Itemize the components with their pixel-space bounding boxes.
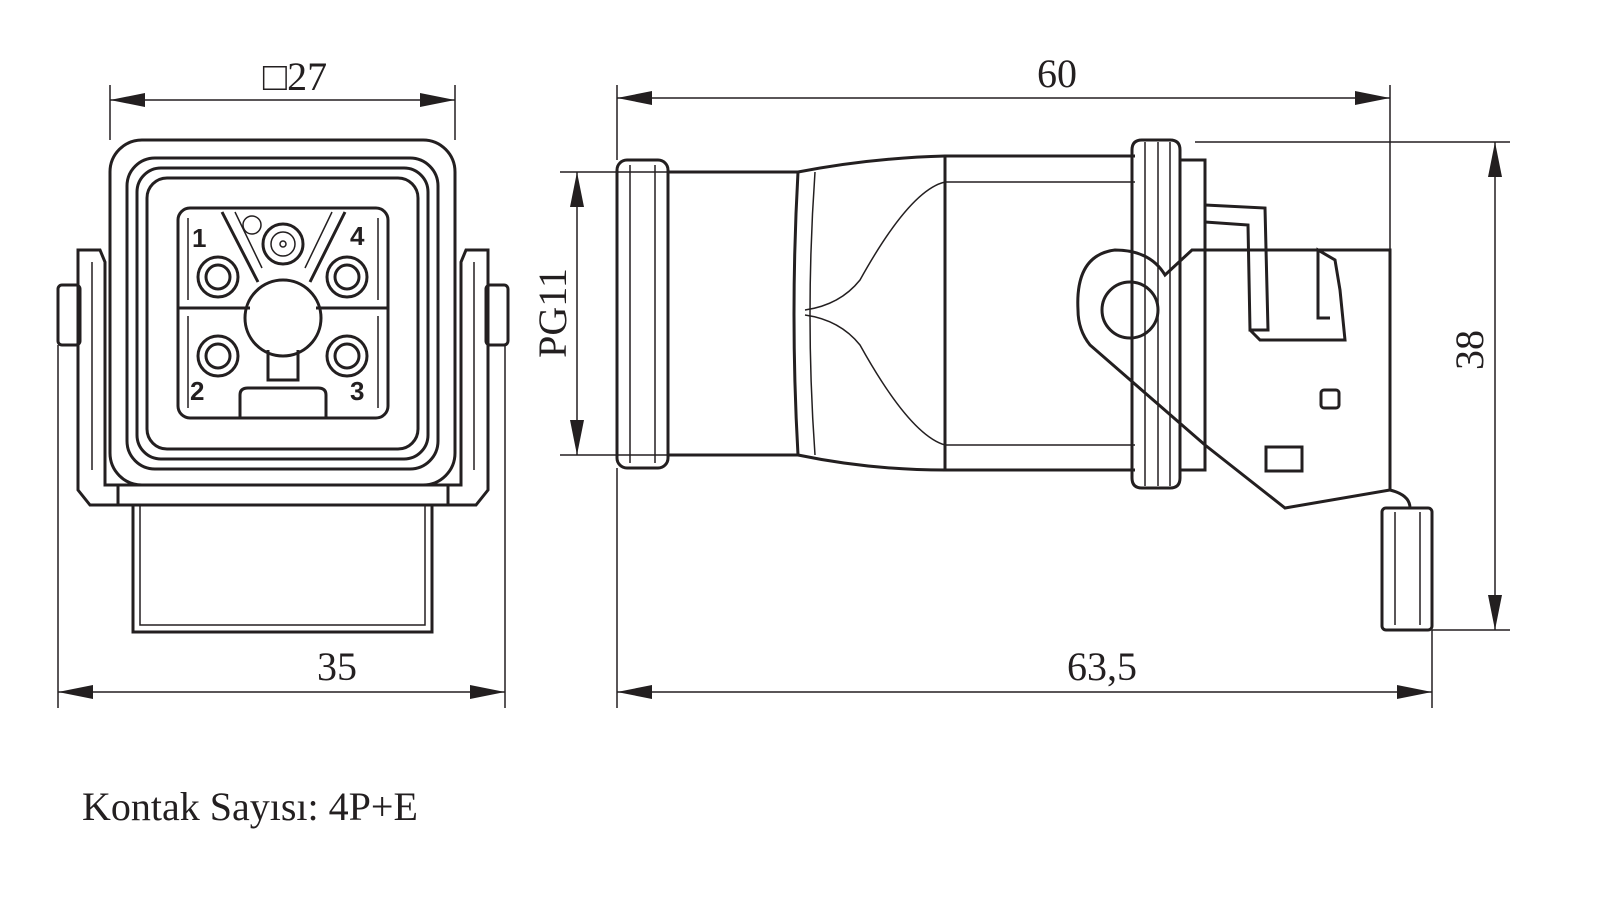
dimension-cable-gland: PG11 xyxy=(530,171,668,456)
dimension-label-pg11: PG11 xyxy=(530,268,575,358)
dimension-label-38: 38 xyxy=(1447,330,1492,370)
dimension-height: 38 xyxy=(1195,141,1510,631)
dimension-label-27: □27 xyxy=(263,54,327,99)
dimension-front-overall-width: 35 xyxy=(57,345,506,708)
contact-3 xyxy=(325,334,369,378)
pin-label-1: 1 xyxy=(192,223,206,253)
dimension-side-length: 60 xyxy=(616,51,1391,250)
dimension-label-63-5: 63,5 xyxy=(1067,644,1137,689)
dimension-label-35: 35 xyxy=(317,644,357,689)
pin-label-4: 4 xyxy=(350,221,365,251)
dimension-label-60: 60 xyxy=(1037,51,1077,96)
front-view: 1 4 2 3 xyxy=(56,138,510,634)
contact-4 xyxy=(325,255,369,299)
contact-1 xyxy=(196,255,240,299)
pin-label-2: 2 xyxy=(190,376,204,406)
dimension-front-width: □27 xyxy=(109,54,456,140)
contact-count-caption: Kontak Sayısı: 4P+E xyxy=(82,784,418,829)
dimension-side-overall-length: 63,5 xyxy=(616,468,1433,708)
pin-label-3: 3 xyxy=(350,376,364,406)
contact-2 xyxy=(196,334,240,378)
side-view xyxy=(615,138,1434,632)
